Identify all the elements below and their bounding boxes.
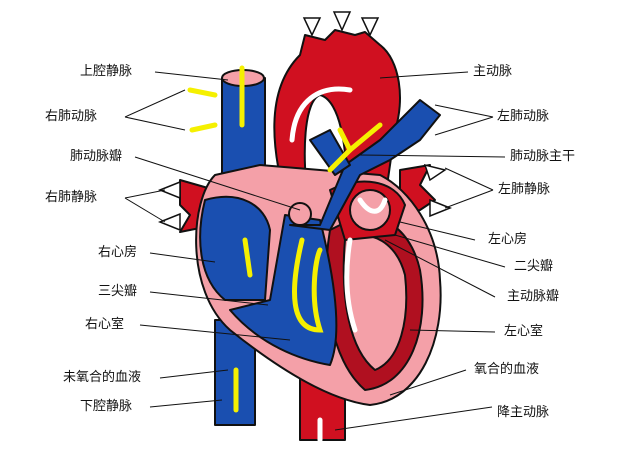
label-right-atrium: 右心房 bbox=[98, 245, 138, 260]
label-aortic-valve: 主动脉瓣 bbox=[507, 289, 560, 304]
label-oxygenated-blood: 氧合的血液 bbox=[474, 362, 540, 377]
label-right-pulmonary-artery: 右肺动脉 bbox=[45, 109, 98, 124]
label-left-ventricle: 左心室 bbox=[504, 324, 544, 339]
blood-flow-arrows bbox=[187, 65, 383, 413]
label-descending-aorta: 降主动脉 bbox=[497, 405, 550, 420]
oxygenated-flow-arrows bbox=[289, 86, 388, 443]
pulmonary-valve bbox=[288, 202, 312, 226]
label-deoxygenated-blood: 未氧合的血液 bbox=[63, 370, 142, 385]
label-mitral-valve: 二尖瓣 bbox=[514, 259, 554, 274]
label-superior-vena-cava: 上腔静脉 bbox=[80, 64, 133, 79]
label-pulmonary-trunk: 肺动脉主干 bbox=[510, 149, 576, 164]
outflow-arrows bbox=[157, 11, 453, 232]
left-ventricle-inner bbox=[342, 234, 408, 371]
label-tricuspid-valve: 三尖瓣 bbox=[98, 284, 138, 299]
label-right-ventricle: 右心室 bbox=[85, 317, 125, 332]
label-pulmonary-valve: 肺动脉瓣 bbox=[70, 149, 123, 164]
label-left-atrium: 左心房 bbox=[488, 232, 528, 247]
label-aorta: 主动脉 bbox=[473, 64, 513, 79]
left-pulmonary-artery bbox=[309, 129, 351, 176]
pulmonary-trunk bbox=[289, 99, 441, 231]
label-right-pulmonary-veins: 右肺静脉 bbox=[45, 190, 98, 205]
label-inferior-vena-cava: 下腔静脉 bbox=[80, 399, 133, 414]
right-atrium bbox=[199, 195, 271, 301]
leader-lines bbox=[124, 71, 506, 431]
label-left-pulmonary-veins: 左肺静脉 bbox=[498, 182, 551, 197]
label-left-pulmonary-artery: 左肺动脉 bbox=[497, 109, 550, 124]
